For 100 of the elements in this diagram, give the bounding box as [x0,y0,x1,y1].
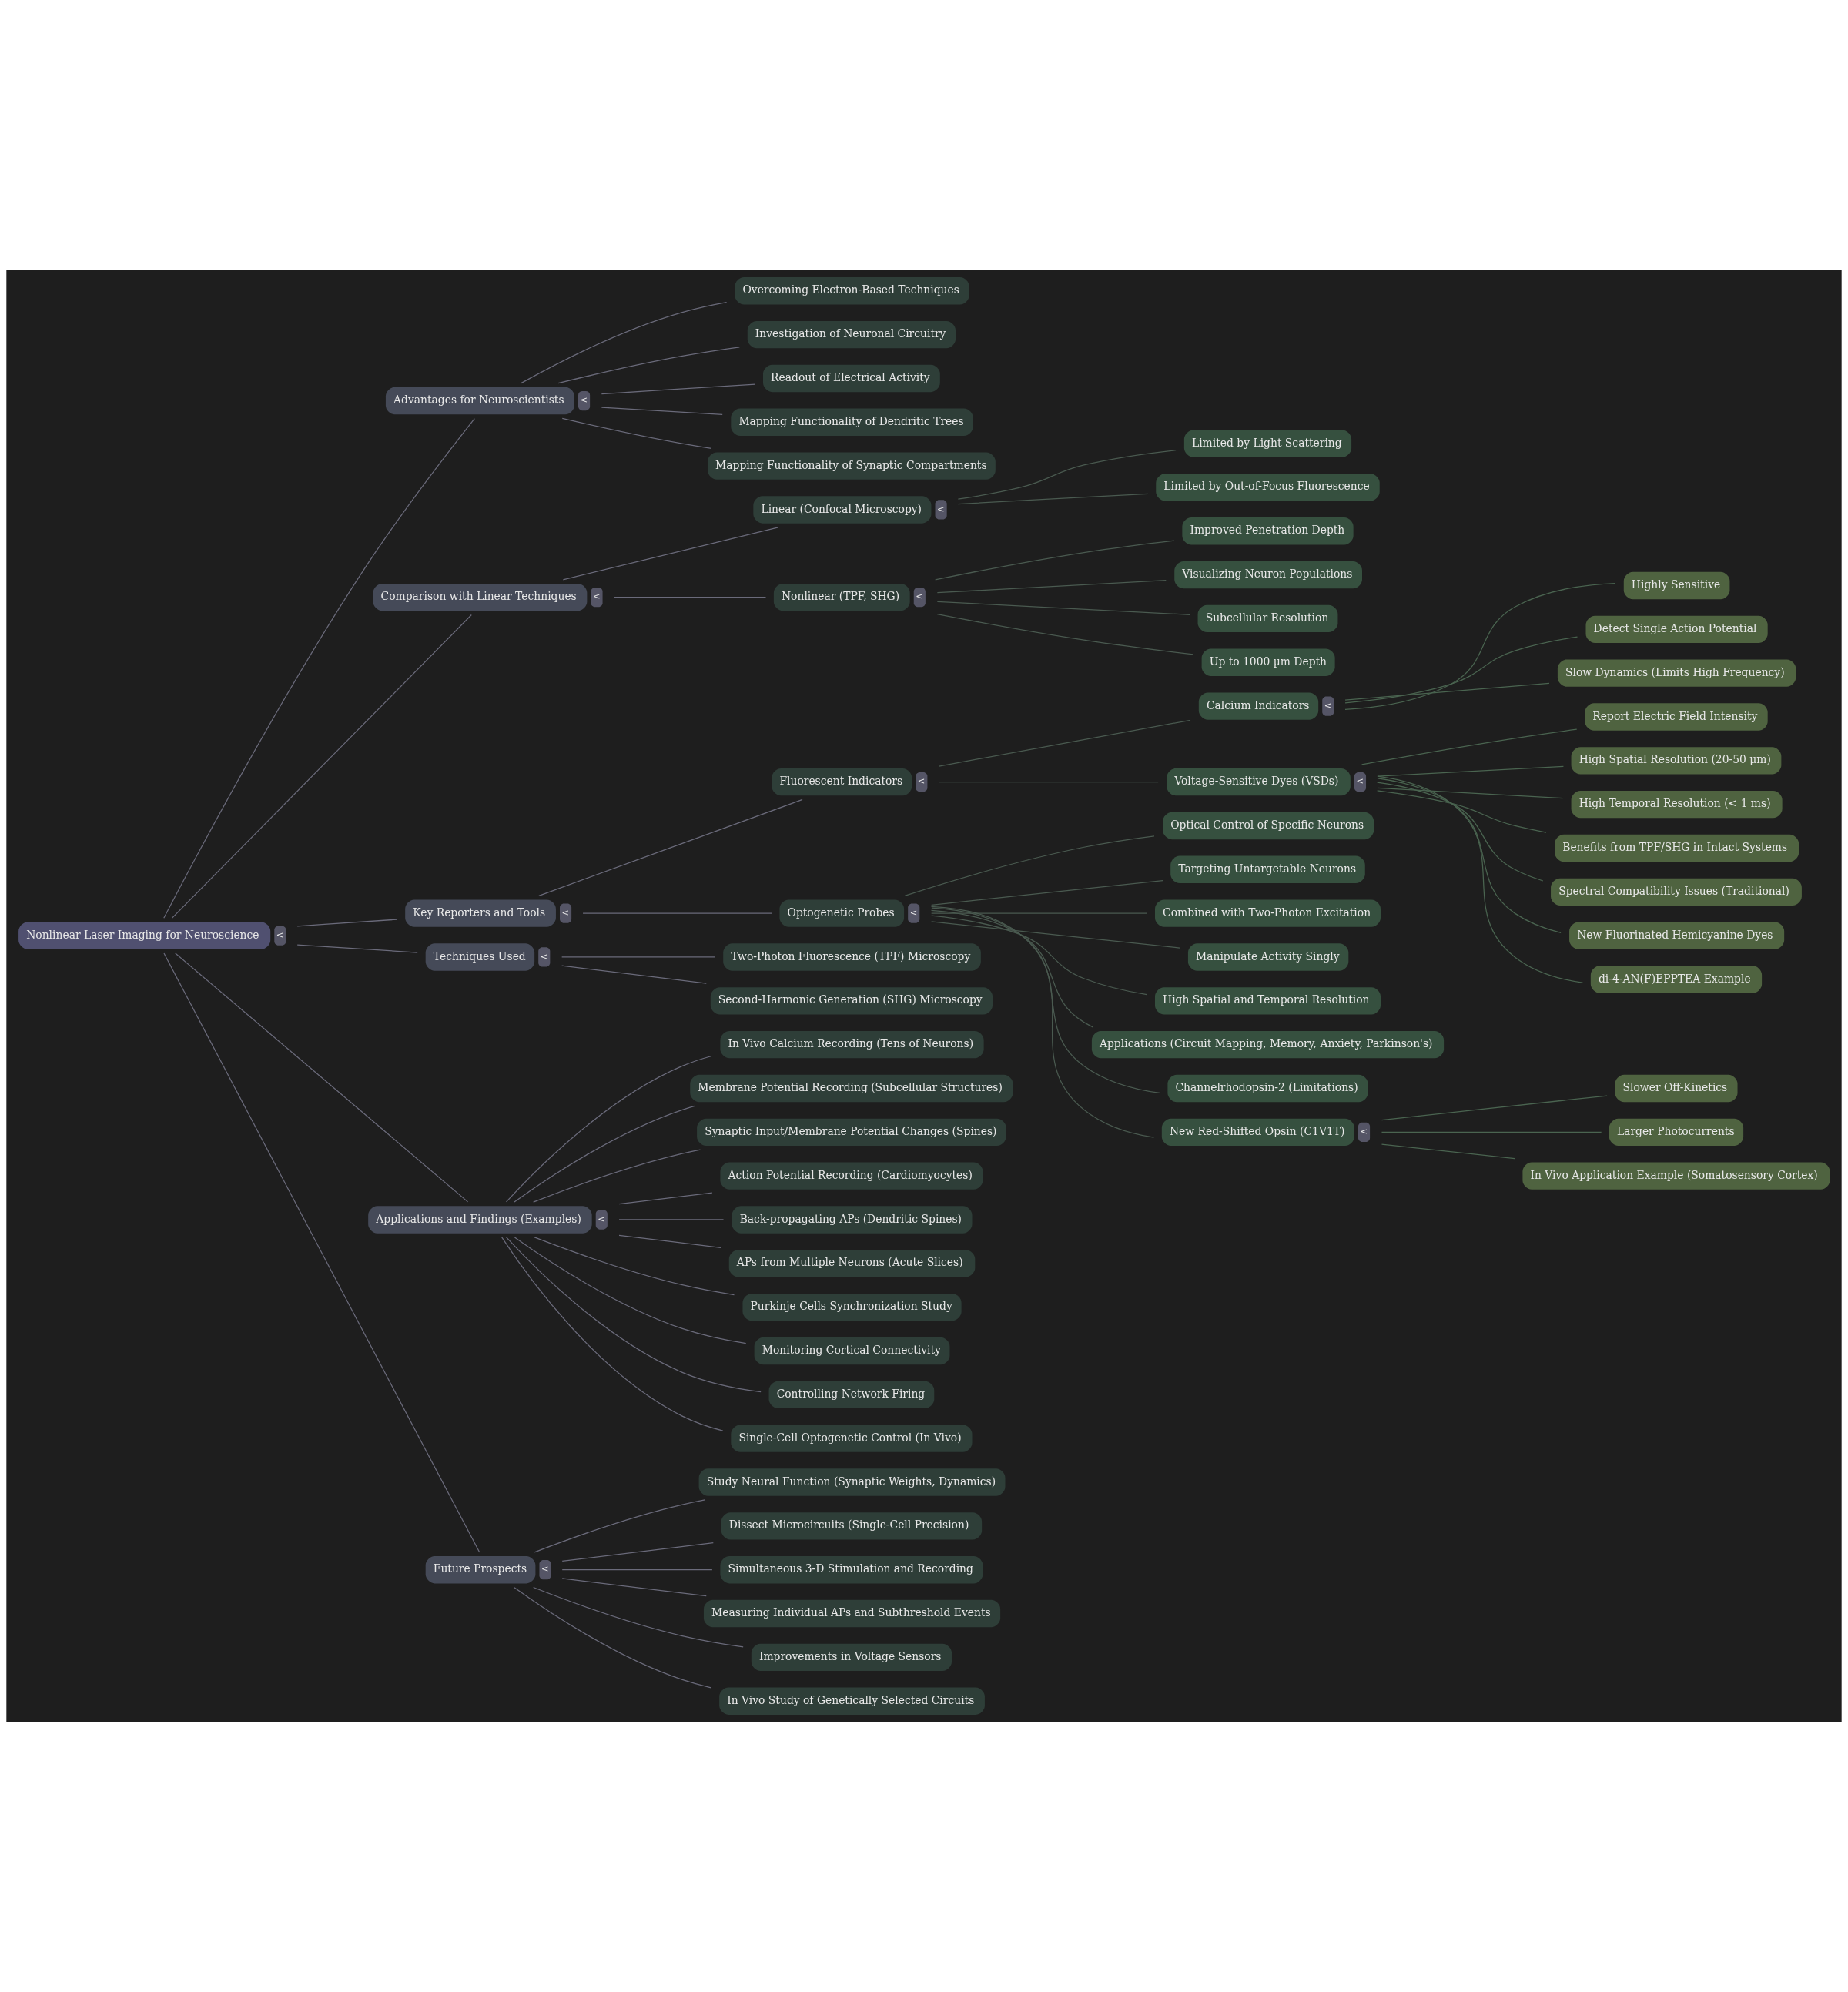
connector [935,540,1175,581]
node-box: Applications (Circuit Mapping, Memory, Anxiety, Parkinson's) [1091,1030,1445,1059]
node-box: Benefits from TPF/SHG in Intact Systems [1555,834,1799,862]
node-box: Report Electric Field Intensity [1585,703,1768,731]
node-box: Targeting Untargetable Neurons [1170,855,1365,883]
connector [1381,1095,1608,1121]
node-box: Two-Photon Fluorescence (TPF) Microscopy [723,943,981,971]
connector [1344,682,1550,701]
connector [561,956,715,958]
connector [939,719,1191,767]
node-label: < [937,503,945,514]
connector [1377,787,1564,799]
node-box: Purkinje Cells Synchronization Study [742,1294,962,1321]
connector [533,1586,744,1648]
node-label: < [1324,699,1332,711]
connector [931,907,1160,1093]
node-box: Simultaneous 3-D Stimulation and Recording [720,1556,983,1584]
node-box: In Vivo Study of Genetically Selected Circuits [719,1687,985,1715]
connector [1381,1143,1515,1160]
node-label: < [598,1213,605,1224]
node-box: Single-Cell Optogenetic Control (In Vivo) [731,1425,973,1452]
connector [175,952,469,1203]
connector [930,909,1093,1028]
node-box: Optical Control of Specific Neurons [1163,812,1374,840]
connector [505,1237,762,1393]
node-box: di-4-AN(F)EPPTEA Example [1590,966,1763,993]
node-box: Measuring Individual APs and Subthreshold Events [703,1599,1001,1628]
node-box: High Spatial Resolution (20-50 µm) [1571,747,1782,775]
connector [618,1234,721,1248]
node-label: < [561,906,570,918]
node-box: Back-propagating APs (Dendritic Spines) [732,1206,973,1234]
node-box: Action Potential Recording (Cardiomyocytes) [720,1162,983,1190]
connector [1361,728,1578,765]
connector [163,418,475,919]
node-box: Visualizing Neuron Populations [1174,561,1362,589]
node-box: Controlling Network Firing [768,1381,935,1409]
connector [538,798,803,896]
connector [931,912,1148,914]
connector [957,450,1177,500]
connector [931,879,1163,906]
node-label: < [916,591,923,602]
node-box: High Spatial and Temporal Resolution [1154,987,1381,1015]
connector [561,1569,713,1571]
node-box: Detect Single Action Potential [1585,615,1768,643]
node-box: High Temporal Resolution (< 1 ms) [1571,791,1783,819]
connector [1377,790,1547,833]
connector [521,301,728,384]
node-box: Study Neural Function (Synaptic Weights, Dynamics) [698,1468,1006,1496]
connector [163,952,480,1553]
node-box: Larger Photocurrents [1609,1118,1744,1146]
node-box: Mapping Functionality of Dendritic Trees [731,408,973,436]
connector [931,915,1147,996]
connector [514,1587,711,1689]
node-label: < [909,906,918,918]
node-label: < [1360,1126,1368,1137]
node-box: Subcellular Resolution [1197,604,1338,633]
connector [534,1237,735,1296]
connector [514,1105,695,1203]
connector [930,906,1155,1138]
node-box: Slow Dynamics (Limits High Frequency) [1557,659,1796,687]
connector [1381,1131,1602,1133]
connector [501,1237,724,1431]
connector [557,347,740,384]
connector [936,601,1190,615]
node-label: < [541,1563,549,1575]
node-box: Overcoming Electron-Based Techniques [735,277,969,305]
connector [561,1542,714,1562]
connector [562,527,779,581]
connector [1377,765,1565,777]
node-box: APs from Multiple Neurons (Acute Slices) [728,1250,976,1277]
node-box: Slower Off-Kinetics [1615,1074,1738,1103]
connector [514,1237,747,1344]
connector [534,1499,705,1553]
node-box: Limited by Light Scattering [1183,430,1352,457]
connector [1377,778,1562,934]
connector [296,944,418,953]
node-box: In Vivo Calcium Recording (Tens of Neurons) [720,1030,984,1059]
node-box: Highly Sensitive [1623,571,1730,600]
connector [533,1149,701,1203]
node-label: < [1356,775,1364,787]
node-box: Membrane Potential Recording (Subcellular Structures) [690,1074,1013,1103]
connector [582,912,772,914]
node-box: Spectral Compatibility Issues (Traditional) [1551,878,1802,906]
node-box: New Fluorinated Hemicyanine Dyes [1569,922,1785,949]
node-box: Improvements in Voltage Sensors [751,1643,952,1672]
connector [936,580,1167,594]
node-box: Channelrhodopsin-2 (Limitations) [1167,1074,1368,1103]
connector [1344,582,1616,710]
connector [618,1219,725,1220]
node-box: Combined with Two-Photon Excitation [1154,899,1381,927]
connector [939,782,1159,783]
node-label: < [917,775,926,787]
connector [561,1578,707,1597]
node-label: < [592,591,601,602]
node-label: < [540,950,548,962]
node-box: Synaptic Input/Membrane Potential Changes (Spines) [697,1118,1006,1146]
connector [561,965,707,984]
connector [936,614,1194,655]
node-box: Manipulate Activity Singly [1187,943,1349,971]
node-box: Monitoring Cortical Connectivity [754,1337,950,1365]
